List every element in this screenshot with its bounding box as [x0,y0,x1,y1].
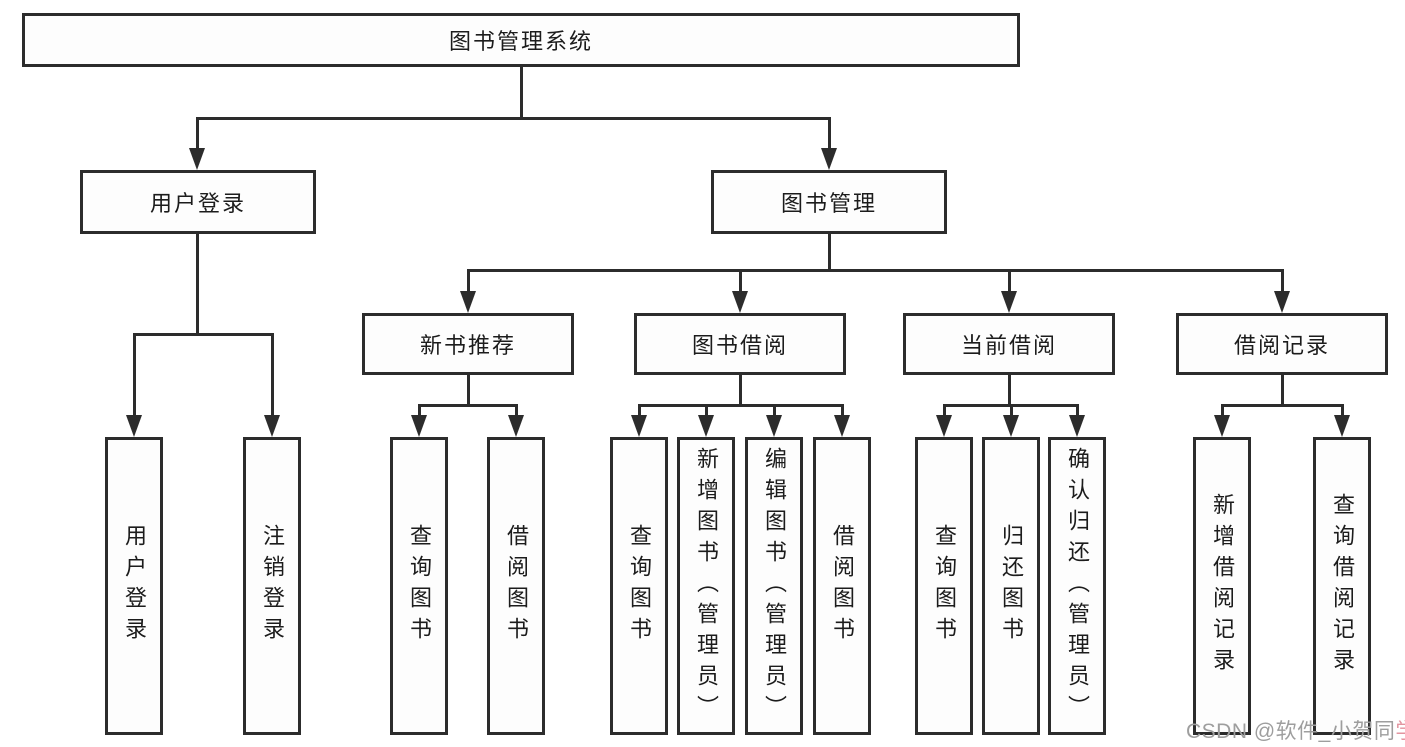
leaf-return-books-label: 归还图书 [999,524,1024,648]
connector-vline [271,334,274,419]
arrow-down-icon [1274,291,1290,313]
csdn-watermark-pink: 学 [1395,720,1405,743]
node-user-login: 用户登录 [80,170,316,234]
arrow-down-icon [189,148,205,170]
arrow-down-icon [264,415,280,437]
node-book-borrow: 图书借阅 [634,313,846,375]
arrow-down-icon [1069,415,1085,437]
connector-vline [1008,270,1011,297]
connector-hline [943,404,1079,407]
connector-hline [1221,404,1344,407]
csdn-watermark-gray: CSDN @软件_小贺同 [1186,720,1396,743]
leaf-confirm-return-admin-label: 确认归还（管理员） [1065,446,1090,726]
arrow-down-icon [1001,291,1017,313]
node-book-borrow-label: 图书借阅 [691,333,788,358]
leaf-add-books-admin: 新增图书（管理员） [677,437,735,735]
connector-hline [418,404,518,407]
leaf-add-books-admin-label: 新增图书（管理员） [694,446,719,726]
leaf-user-login-label: 用户登录 [122,524,147,648]
connector-vline [1221,405,1224,419]
csdn-watermark: CSDN @软件_小贺同学 [1186,715,1405,745]
connector-vline [773,405,776,419]
leaf-query-books-borrow: 查询图书 [610,437,668,735]
arrow-down-icon [834,415,850,437]
leaf-query-books-current: 查询图书 [915,437,973,735]
leaf-logout-label: 注销登录 [260,524,285,648]
connector-vline [705,405,708,419]
node-new-book-recommend: 新书推荐 [362,313,574,375]
arrow-down-icon [631,415,647,437]
connector-vline [1281,375,1284,407]
connector-vline [739,270,742,297]
leaf-query-borrow-record-label: 查询借阅记录 [1330,493,1355,679]
leaf-query-books-recommend-label: 查询图书 [407,524,432,648]
connector-vline [1008,375,1011,407]
connector-vline [467,375,470,407]
leaf-query-borrow-record: 查询借阅记录 [1313,437,1371,735]
leaf-borrow-books-recommend: 借阅图书 [487,437,545,735]
leaf-add-borrow-record: 新增借阅记录 [1193,437,1251,735]
connector-vline [828,234,831,272]
leaf-borrow-books: 借阅图书 [813,437,871,735]
connector-vline [739,375,742,407]
leaf-borrow-books-recommend-label: 借阅图书 [504,524,529,648]
connector-vline [943,405,946,419]
connector-vline [515,405,518,419]
node-book-management-label: 图书管理 [780,191,877,216]
arrow-down-icon [508,415,524,437]
connector-vline [1341,405,1344,419]
connector-vline [467,270,470,297]
leaf-query-books-recommend: 查询图书 [390,437,448,735]
connector-hline [196,117,831,120]
connector-vline [1281,270,1284,297]
leaf-return-books: 归还图书 [982,437,1040,735]
connector-vline [638,405,641,419]
connector-vline [133,334,136,419]
node-current-borrow-label: 当前借阅 [960,333,1057,358]
connector-hline [638,404,844,407]
leaf-edit-books-admin-label: 编辑图书（管理员） [762,446,787,726]
connector-vline [520,67,523,120]
node-user-login-label: 用户登录 [149,191,246,216]
arrow-down-icon [821,148,837,170]
connector-hline [133,333,274,336]
leaf-confirm-return-admin: 确认归还（管理员） [1048,437,1106,735]
connector-vline [1010,405,1013,419]
arrow-down-icon [732,291,748,313]
connector-vline [828,118,831,152]
node-book-management: 图书管理 [711,170,947,234]
node-new-book-recommend-label: 新书推荐 [419,333,516,358]
node-borrow-records: 借阅记录 [1176,313,1388,375]
connector-vline [196,118,199,152]
connector-vline [418,405,421,419]
leaf-add-borrow-record-label: 新增借阅记录 [1210,493,1235,679]
arrow-down-icon [460,291,476,313]
leaf-edit-books-admin: 编辑图书（管理员） [745,437,803,735]
arrow-down-icon [1003,415,1019,437]
node-root: 图书管理系统 [22,13,1020,67]
leaf-user-login: 用户登录 [105,437,163,735]
leaf-query-books-borrow-label: 查询图书 [627,524,652,648]
node-root-label: 图书管理系统 [448,29,593,54]
node-borrow-records-label: 借阅记录 [1233,333,1330,358]
connector-hline [467,269,1284,272]
arrow-down-icon [411,415,427,437]
leaf-query-books-current-label: 查询图书 [932,524,957,648]
leaf-borrow-books-label: 借阅图书 [830,524,855,648]
arrow-down-icon [1334,415,1350,437]
connector-vline [841,405,844,419]
arrow-down-icon [698,415,714,437]
node-current-borrow: 当前借阅 [903,313,1115,375]
arrow-down-icon [936,415,952,437]
leaf-logout: 注销登录 [243,437,301,735]
arrow-down-icon [1214,415,1230,437]
connector-vline [196,234,199,336]
connector-vline [1076,405,1079,419]
arrow-down-icon [766,415,782,437]
arrow-down-icon [126,415,142,437]
